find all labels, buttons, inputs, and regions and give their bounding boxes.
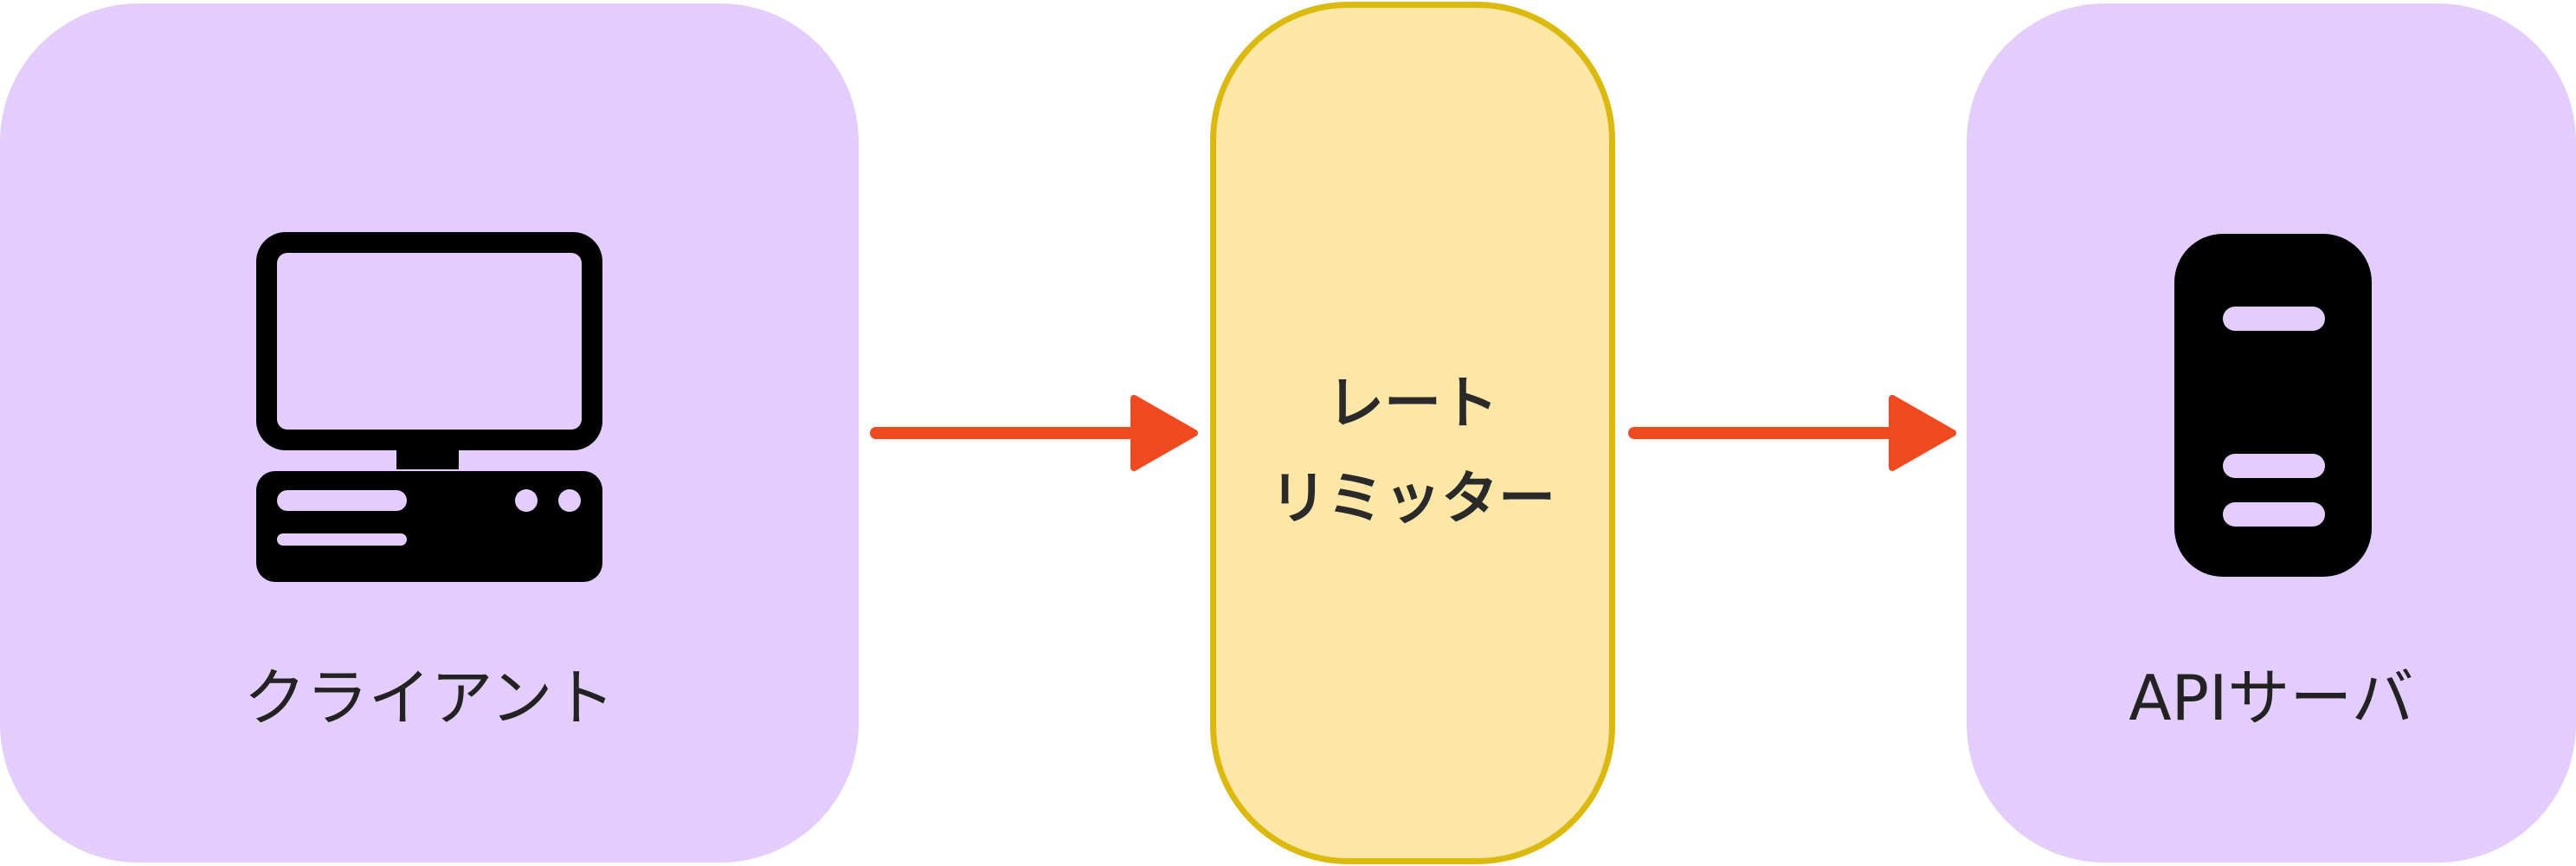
server-icon [2174, 234, 2372, 577]
rate-limiter-label-line-1: レート [1327, 370, 1498, 436]
arrow-limiter-to-server [1628, 395, 1956, 471]
rate-limiter-label-line-2: リミッター [1270, 465, 1555, 532]
client-node: クライアント [0, 3, 859, 863]
api-server-node: APIサーバ [1967, 3, 2576, 863]
client-label: クライアント [243, 662, 615, 734]
rate-limiter-label: レート リミッター [1216, 356, 1609, 546]
rate-limiter-node: レート リミッター [1210, 2, 1615, 864]
api-server-label: APIサーバ [2128, 662, 2414, 734]
desktop-computer-icon [256, 232, 602, 582]
arrow-client-to-limiter [870, 395, 1198, 471]
